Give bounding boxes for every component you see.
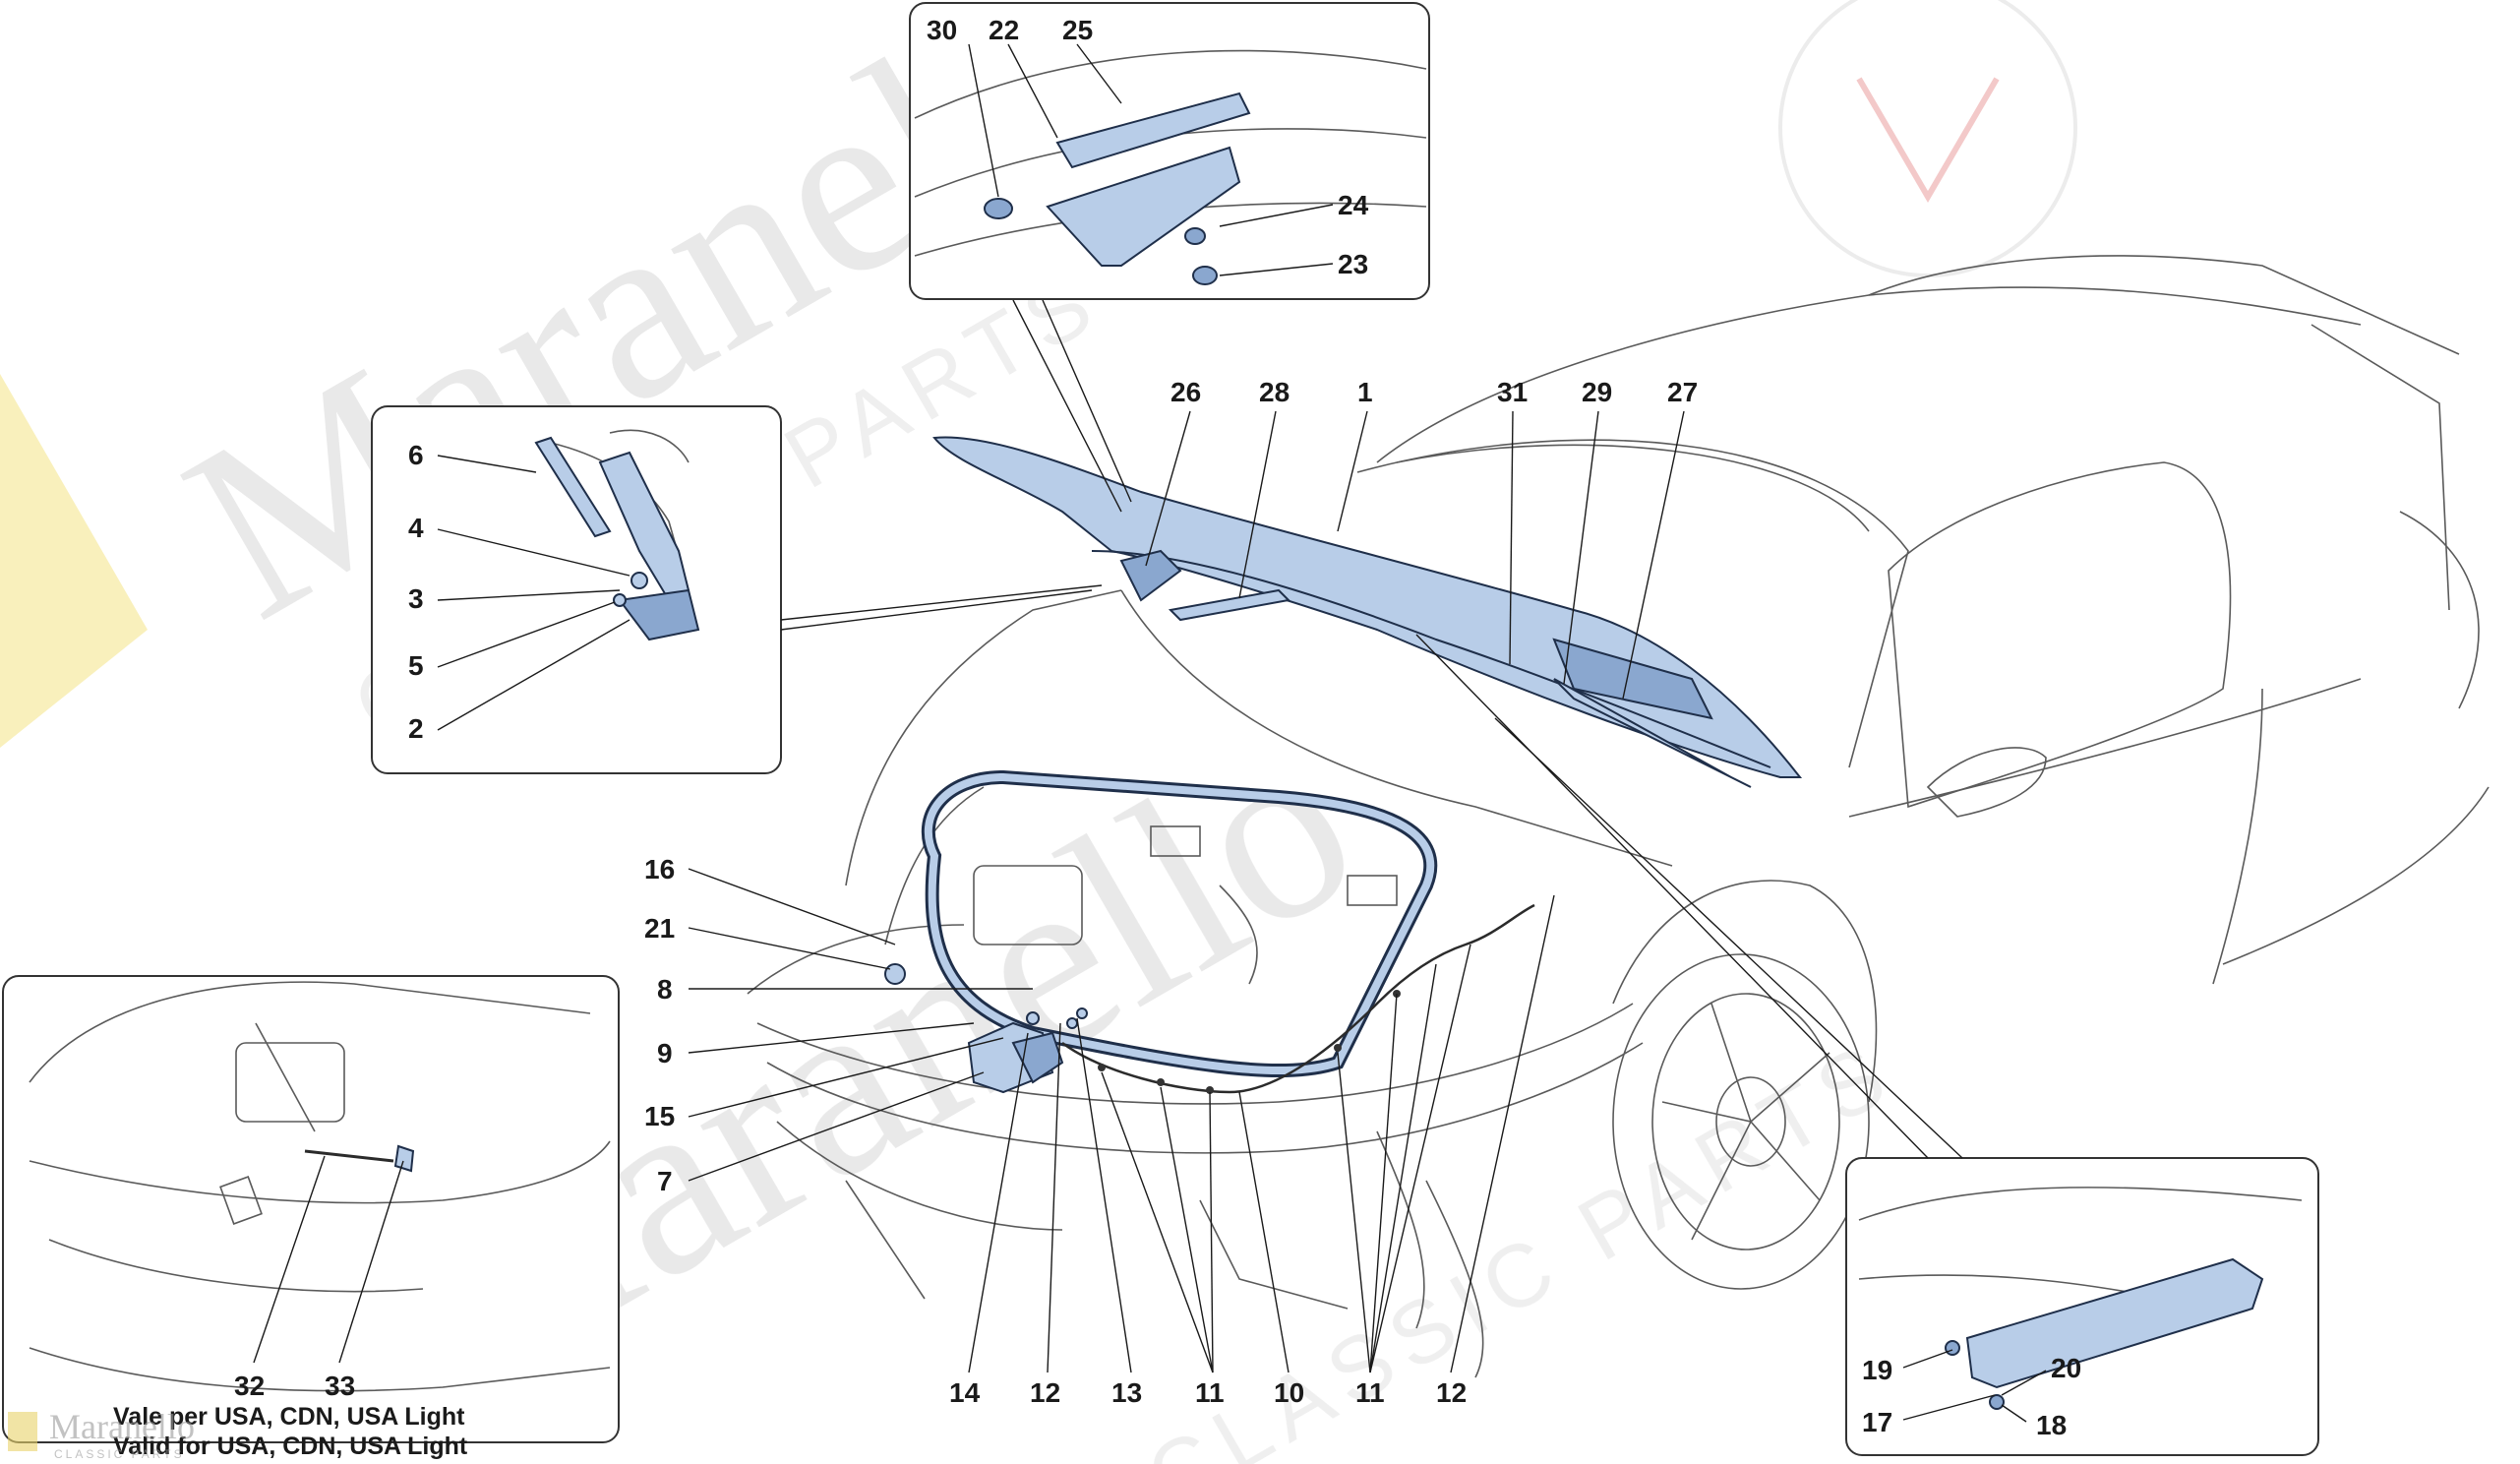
callout-11b: 11	[1355, 1377, 1385, 1408]
callout-27: 27	[1667, 377, 1698, 407]
watermark-tagline-2: CLASSIC PARTS	[1131, 1021, 1911, 1464]
callout-12a: 12	[1030, 1377, 1060, 1408]
car-body	[747, 255, 2490, 1378]
callout-13: 13	[1111, 1377, 1142, 1408]
inset-hinge	[371, 405, 782, 774]
callout-4: 4	[408, 513, 424, 543]
footer-logo-name: Maranello	[49, 1407, 195, 1446]
callout-28: 28	[1259, 377, 1290, 407]
callout-32: 32	[234, 1371, 265, 1401]
footer-logo-tagline: CLASSIC PARTS	[54, 1447, 185, 1461]
callout-labels: 30 22 25 24 23 6 4 3 5 2 26 28 1 31 29 2…	[234, 15, 2081, 1440]
callout-10: 10	[1274, 1377, 1304, 1408]
callout-3: 3	[408, 583, 424, 614]
callout-24: 24	[1338, 190, 1369, 220]
footer-logo: Maranello CLASSIC PARTS	[8, 1407, 195, 1461]
trunk-seal	[921, 769, 1438, 1078]
note-english: Valid for USA, CDN, USA Light	[113, 1433, 468, 1460]
callout-19: 19	[1862, 1355, 1892, 1385]
bonnet	[932, 436, 1803, 788]
callout-29: 29	[1582, 377, 1612, 407]
callout-12b: 12	[1436, 1377, 1467, 1408]
callout-15: 15	[644, 1101, 675, 1131]
inset-top	[909, 2, 1430, 300]
callout-17: 17	[1862, 1407, 1892, 1437]
inset-deflector	[1845, 1157, 2319, 1456]
emblem-logo	[1778, 0, 2077, 277]
callout-33: 33	[325, 1371, 355, 1401]
shield-logo	[0, 374, 148, 748]
callout-16: 16	[644, 854, 675, 884]
callout-26: 26	[1170, 377, 1201, 407]
callout-2: 2	[408, 713, 424, 744]
inset-usa	[2, 975, 620, 1443]
callout-6: 6	[408, 440, 424, 470]
note-italian: Vale per USA, CDN, USA Light	[113, 1403, 465, 1431]
callout-11a: 11	[1195, 1377, 1225, 1408]
callout-20: 20	[2051, 1353, 2081, 1383]
callout-8: 8	[657, 974, 673, 1005]
callout-22: 22	[989, 15, 1019, 45]
leader-lines	[253, 43, 2047, 1423]
callout-14: 14	[949, 1377, 981, 1408]
callout-31: 31	[1497, 377, 1528, 407]
callout-23: 23	[1338, 249, 1368, 279]
callout-5: 5	[408, 650, 424, 681]
callout-1: 1	[1357, 377, 1373, 407]
callout-30: 30	[927, 15, 957, 45]
latch-assembly	[884, 963, 1088, 1094]
callout-21: 21	[644, 913, 675, 944]
applicability-notes: Vale per USA, CDN, USA Light Valid for U…	[113, 1403, 468, 1460]
callout-25: 25	[1062, 15, 1093, 45]
callout-9: 9	[657, 1038, 673, 1068]
callout-7: 7	[657, 1166, 673, 1196]
callout-18: 18	[2036, 1410, 2067, 1440]
